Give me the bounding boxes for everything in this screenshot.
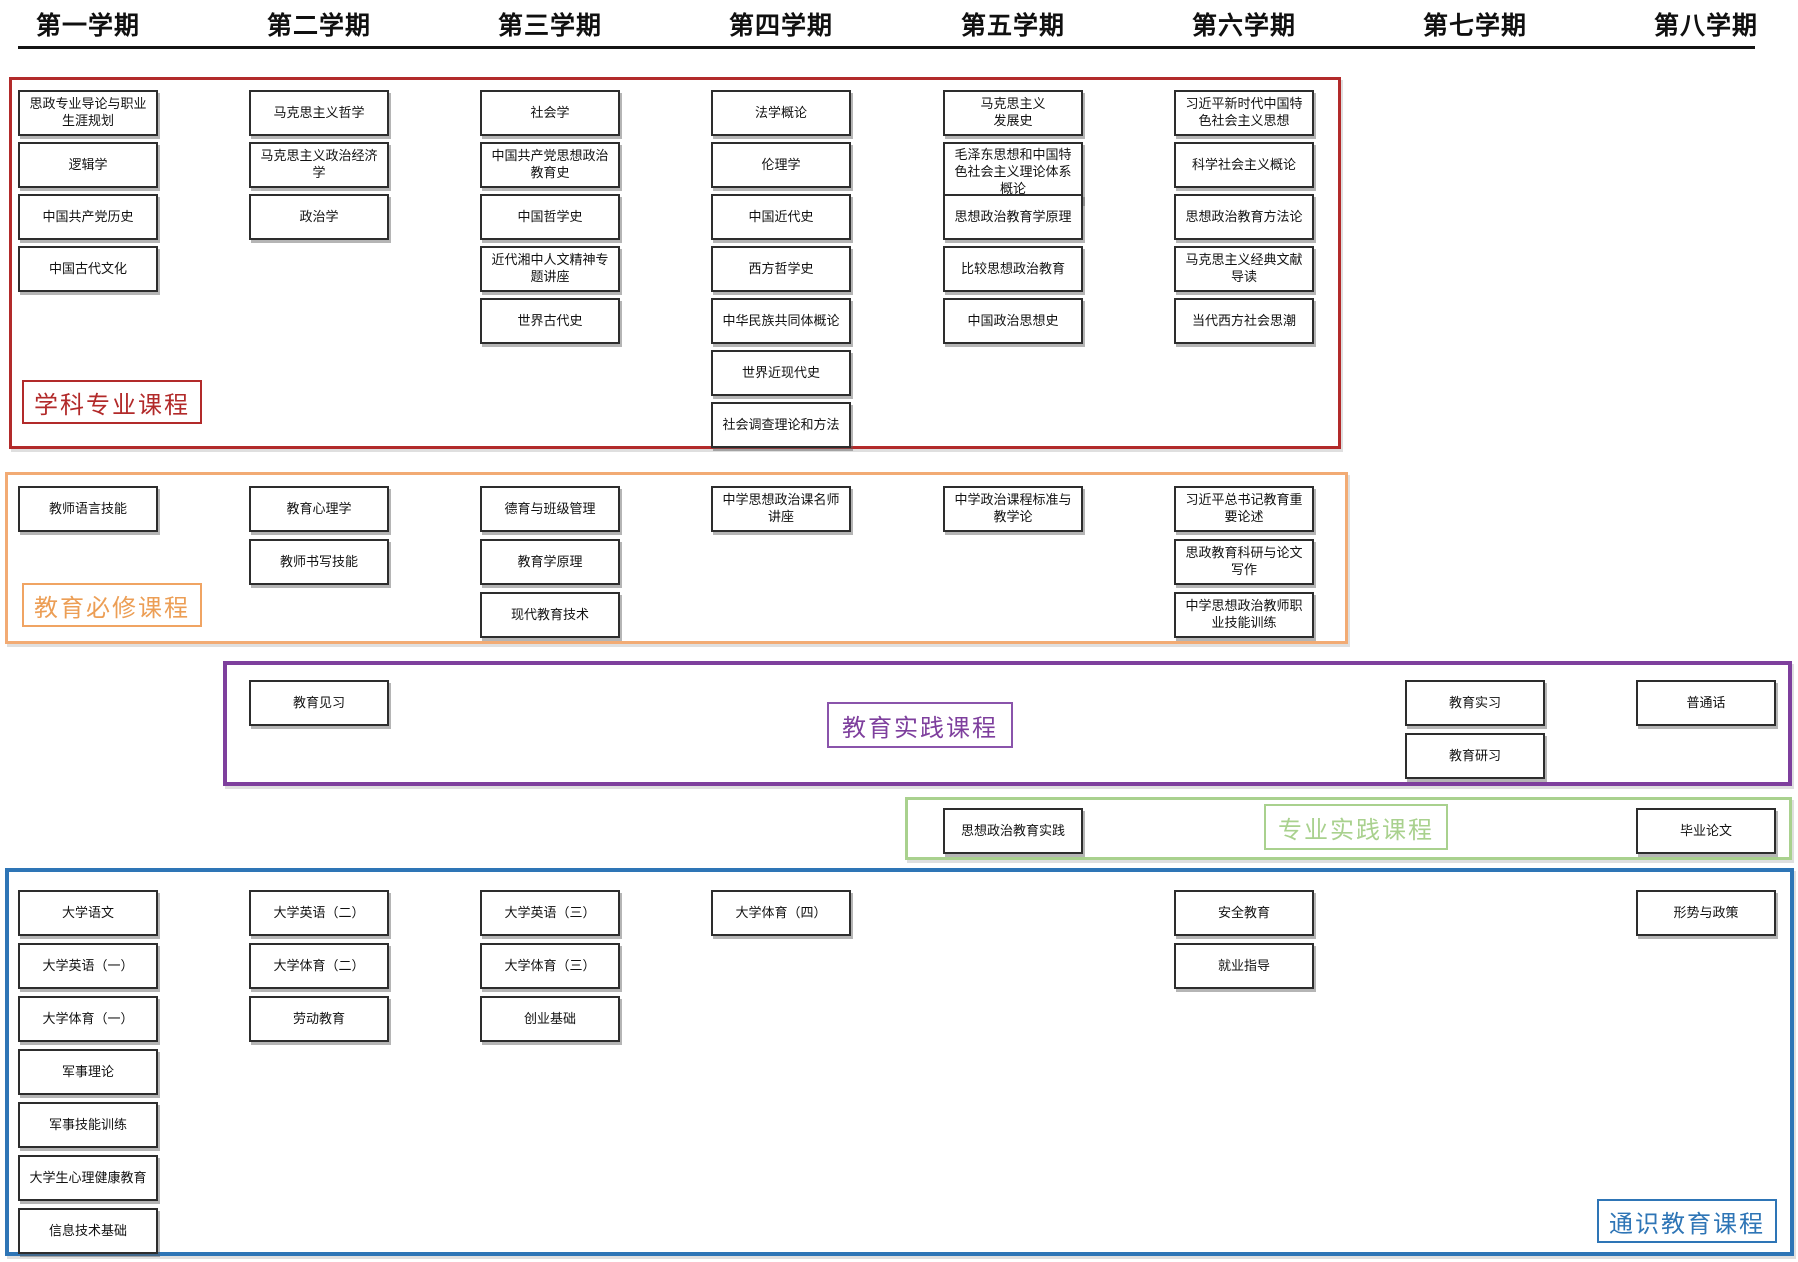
course-box: 创业基础 (480, 996, 620, 1042)
course-box: 教师书写技能 (249, 539, 389, 585)
course-box: 马克思主义政治经济学 (249, 142, 389, 188)
course-box: 近代湘中人文精神专题讲座 (480, 246, 620, 292)
course-box: 社会调查理论和方法 (711, 402, 851, 448)
course-box: 军事技能训练 (18, 1102, 158, 1148)
label-professional-practice-courses: 专业实践课程 (1264, 804, 1448, 850)
course-box: 大学体育（四） (711, 890, 851, 936)
course-box: 大学英语（二） (249, 890, 389, 936)
course-box: 习近平新时代中国特色社会主义思想 (1174, 90, 1314, 136)
course-box: 习近平总书记教育重要论述 (1174, 486, 1314, 532)
course-box: 中国共产党历史 (18, 194, 158, 240)
course-box: 马克思主义 发展史 (943, 90, 1083, 136)
course-box: 西方哲学史 (711, 246, 851, 292)
course-box: 大学体育（二） (249, 943, 389, 989)
label-education-required-courses: 教育必修课程 (22, 583, 202, 627)
semester-header-8: 第八学期 (1653, 12, 1758, 40)
course-box: 大学体育（三） (480, 943, 620, 989)
course-box: 形势与政策 (1636, 890, 1776, 936)
course-box: 中华民族共同体概论 (711, 298, 851, 344)
course-box: 大学体育（一） (18, 996, 158, 1042)
course-box: 德育与班级管理 (480, 486, 620, 532)
course-box: 中学政治课程标准与教学论 (943, 486, 1083, 532)
course-box: 科学社会主义概论 (1174, 142, 1314, 188)
course-box: 思政教育科研与论文写作 (1174, 539, 1314, 585)
course-box: 教师语言技能 (18, 486, 158, 532)
course-box: 就业指导 (1174, 943, 1314, 989)
course-box: 教育心理学 (249, 486, 389, 532)
course-box: 军事理论 (18, 1049, 158, 1095)
course-box: 毛泽东思想和中国特色社会主义理论体系概论 (943, 142, 1083, 203)
course-box: 伦理学 (711, 142, 851, 188)
semester-header-3: 第三学期 (497, 12, 602, 40)
course-box: 思政专业导论与职业生涯规划 (18, 90, 158, 136)
course-box: 大学英语（三） (480, 890, 620, 936)
course-box: 政治学 (249, 194, 389, 240)
semester-header-4: 第四学期 (728, 12, 833, 40)
course-box: 教育实习 (1405, 680, 1545, 726)
section-education-practice-courses (223, 661, 1792, 786)
course-box: 马克思主义哲学 (249, 90, 389, 136)
course-box: 法学概论 (711, 90, 851, 136)
course-box: 中国政治思想史 (943, 298, 1083, 344)
course-box: 现代教育技术 (480, 592, 620, 638)
course-box: 思想政治教育实践 (943, 808, 1083, 854)
section-general-education-courses (5, 868, 1794, 1256)
course-box: 马克思主义经典文献导读 (1174, 246, 1314, 292)
course-box: 教育学原理 (480, 539, 620, 585)
course-box: 比较思想政治教育 (943, 246, 1083, 292)
course-box: 大学生心理健康教育 (18, 1155, 158, 1201)
header-divider-line (18, 46, 1755, 49)
course-box: 信息技术基础 (18, 1208, 158, 1254)
course-box: 社会学 (480, 90, 620, 136)
course-box: 当代西方社会思潮 (1174, 298, 1314, 344)
course-box: 教育研习 (1405, 733, 1545, 779)
course-box: 中国哲学史 (480, 194, 620, 240)
semester-header-1: 第一学期 (35, 12, 140, 40)
course-box: 逻辑学 (18, 142, 158, 188)
section-subject-courses (9, 77, 1341, 449)
course-box: 中学思想政治教师职业技能训练 (1174, 592, 1314, 638)
semester-header-2: 第二学期 (266, 12, 371, 40)
course-box: 劳动教育 (249, 996, 389, 1042)
course-box: 中学思想政治课名师讲座 (711, 486, 851, 532)
semester-header-7: 第七学期 (1422, 12, 1527, 40)
course-box: 教育见习 (249, 680, 389, 726)
course-box: 思想政治教育方法论 (1174, 194, 1314, 240)
course-box: 中国古代文化 (18, 246, 158, 292)
course-box: 毕业论文 (1636, 808, 1776, 854)
course-box: 大学英语（一） (18, 943, 158, 989)
course-box: 安全教育 (1174, 890, 1314, 936)
label-subject-courses: 学科专业课程 (22, 380, 202, 424)
semester-header-5: 第五学期 (960, 12, 1065, 40)
course-box: 思想政治教育学原理 (943, 194, 1083, 240)
label-general-education-courses: 通识教育课程 (1597, 1199, 1777, 1243)
semester-header-6: 第六学期 (1191, 12, 1296, 40)
course-box: 大学语文 (18, 890, 158, 936)
label-education-practice-courses: 教育实践课程 (827, 702, 1013, 748)
course-box: 中国近代史 (711, 194, 851, 240)
course-box: 普通话 (1636, 680, 1776, 726)
course-box: 世界近现代史 (711, 350, 851, 396)
course-box: 中国共产党思想政治教育史 (480, 142, 620, 188)
section-education-required-courses (5, 472, 1348, 644)
course-box: 世界古代史 (480, 298, 620, 344)
section-professional-practice-courses (905, 797, 1792, 860)
